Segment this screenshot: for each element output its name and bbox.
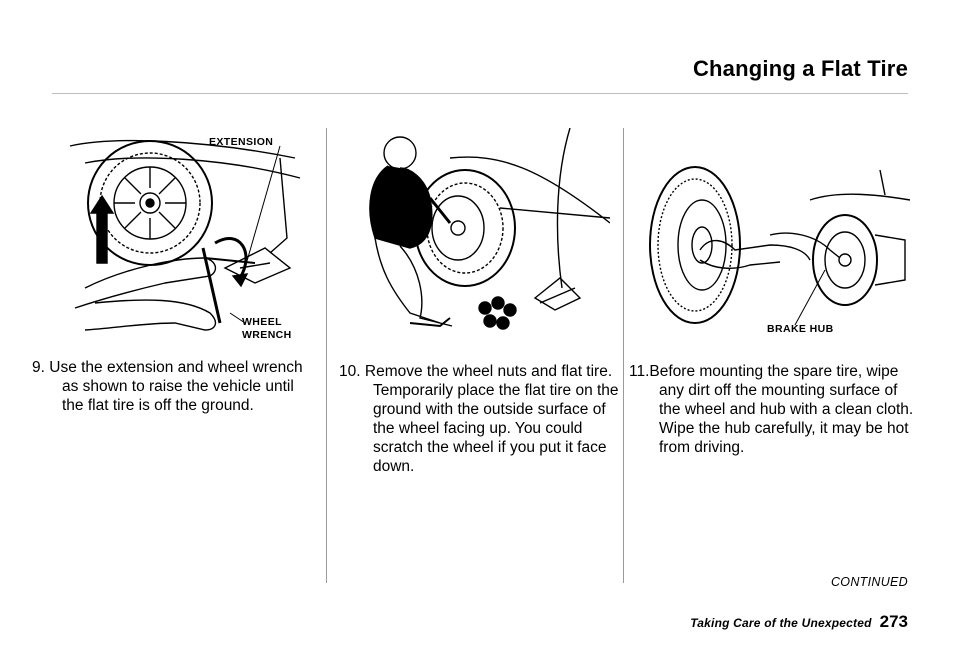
step-number: 9.	[32, 359, 45, 376]
illustration-raise-vehicle	[55, 118, 310, 348]
page-title: Changing a Flat Tire	[692, 56, 908, 81]
callout-brake-hub: BRAKE HUB	[767, 323, 834, 335]
step-text: Before mounting the spare tire, wipe any…	[649, 363, 914, 456]
illustration-mount-spare	[640, 140, 915, 340]
continued-label: CONTINUED	[830, 575, 908, 589]
page-number: 273	[879, 612, 908, 631]
step-10: 10. Remove the wheel nuts and flat tire.…	[339, 362, 619, 476]
column-divider	[326, 128, 327, 583]
callout-wheel-wrench: WHEEL WRENCH	[242, 316, 292, 341]
header-rule	[52, 93, 908, 94]
footer-section-title[interactable]: Taking Care of the Unexpected	[690, 616, 872, 630]
page-footer: Taking Care of the Unexpected 273	[690, 612, 908, 632]
column-divider	[623, 128, 624, 583]
step-text: Use the extension and wheel wrench as sh…	[49, 359, 303, 414]
step-text: Remove the wheel nuts and flat tire. Tem…	[364, 363, 619, 475]
step-11: 11.Before mounting the spare tire, wipe …	[629, 362, 919, 457]
callout-extension: EXTENSION	[209, 136, 274, 148]
step-number: 11.	[629, 363, 650, 380]
step-9: 9. Use the extension and wheel wrench as…	[32, 358, 317, 415]
illustration-remove-wheel	[340, 128, 610, 348]
step-number: 10.	[339, 363, 361, 380]
